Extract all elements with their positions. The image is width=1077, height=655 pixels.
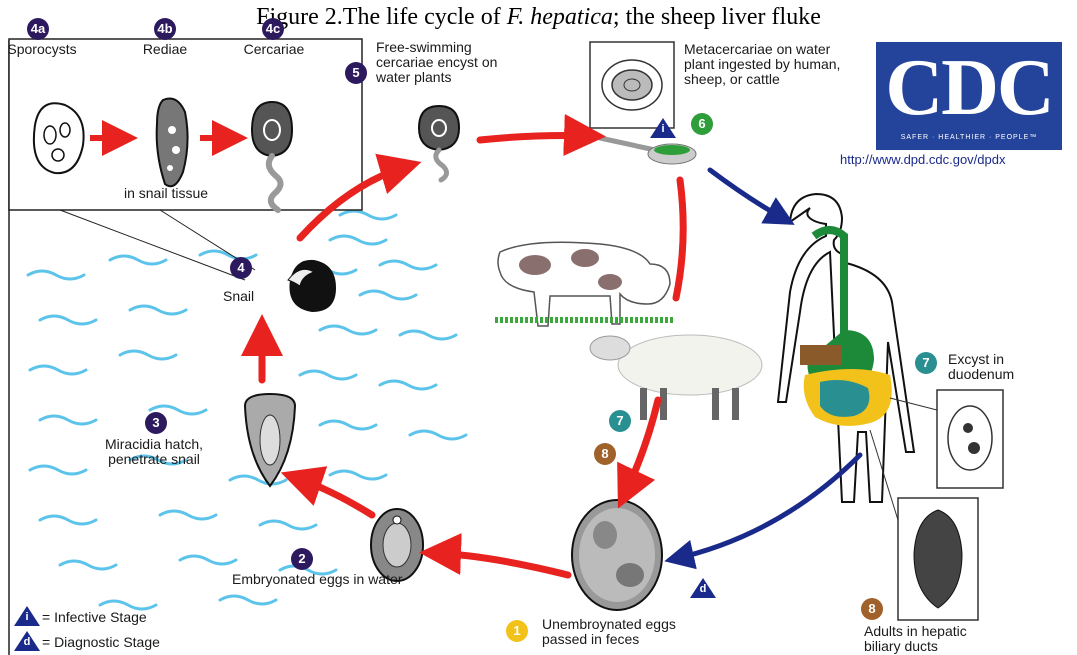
spoon-drawing — [600, 138, 696, 164]
stage-4-label: Snail — [223, 289, 254, 304]
stage-8-label: Adults in hepatic biliary ducts — [864, 624, 1004, 654]
stage-4b-label: Rediae — [130, 42, 200, 57]
stage-2-label: Embryonated eggs in water — [232, 572, 402, 587]
stage-6-label: Metacercariae on water plant ingested by… — [684, 42, 854, 87]
metacercaria-inset — [590, 42, 674, 128]
stage-1-label: Unembroynated eggs passed in feces — [542, 617, 692, 647]
diagnostic-symbol: d — [697, 583, 709, 595]
sheep-drawing — [590, 335, 762, 420]
host-stage-7-badge: 7 — [609, 410, 631, 432]
miracidium-drawing — [245, 394, 295, 486]
stage-3-badge: 3 — [145, 412, 167, 434]
unembryonated-egg-drawing — [572, 500, 662, 610]
diagnostic-stage-marker: d — [690, 578, 716, 598]
legend-diagnostic-symbol: d — [21, 636, 33, 648]
snail-drawing — [288, 260, 336, 312]
host-stage-8-badge: 8 — [594, 443, 616, 465]
infective-stage-marker: i — [650, 118, 676, 138]
stage-4-badge: 4 — [230, 257, 252, 279]
cdc-logo: CDC SAFER · HEALTHIER · PEOPLE™ — [876, 42, 1062, 150]
legend-diagnostic-label: = Diagnostic Stage — [42, 635, 160, 650]
legend-infective-icon: i — [14, 606, 40, 626]
cdc-logo-text: CDC — [876, 46, 1062, 130]
stage-6-badge: 6 — [691, 113, 713, 135]
free-cercaria-drawing — [419, 106, 459, 180]
stage-5-label: Free-swimming cercariae encyst on water … — [376, 40, 516, 85]
legend-infective-label: = Infective Stage — [42, 610, 147, 625]
stage-4c-badge: 4c — [262, 18, 284, 40]
stage-7-badge: 7 — [915, 352, 937, 374]
stage-7-label: Excyst in duodenum — [948, 352, 1048, 382]
rediae-drawing — [157, 99, 188, 187]
cdc-tagline: SAFER · HEALTHIER · PEOPLE™ — [876, 134, 1062, 141]
cow-drawing — [495, 242, 675, 326]
legend-infective-symbol: i — [21, 611, 33, 623]
sporocyst-drawing — [34, 103, 84, 173]
stage-4a-badge: 4a — [27, 18, 49, 40]
stage-3-label: Miracidia hatch, penetrate snail — [84, 437, 224, 467]
infective-symbol: i — [657, 123, 669, 135]
stage-4c-label: Cercariae — [232, 42, 316, 57]
stage-8-badge: 8 — [861, 598, 883, 620]
stage-2-badge: 2 — [291, 548, 313, 570]
legend-diagnostic-icon: d — [14, 631, 40, 651]
stage-4a-label: Sporocysts — [4, 42, 80, 57]
stage-4b-badge: 4b — [154, 18, 176, 40]
cdc-url-link[interactable]: http://www.dpd.cdc.gov/dpdx — [840, 152, 1005, 167]
inset-pointer-line — [60, 210, 245, 280]
stage-1-badge: 1 — [506, 620, 528, 642]
stage-5-badge: 5 — [345, 62, 367, 84]
snail-tissue-label: in snail tissue — [96, 186, 236, 201]
